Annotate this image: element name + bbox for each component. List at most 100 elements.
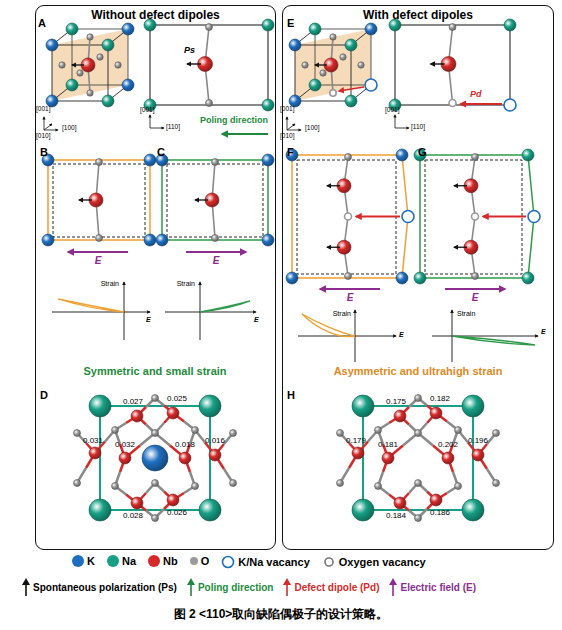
arrow [327,185,340,186]
legend-text: K [87,555,95,567]
label: G [418,147,427,158]
atom [230,430,237,437]
arrow [72,64,84,65]
label: H [287,390,295,401]
legend-symbol [283,578,291,596]
vacancy [365,79,377,91]
outline [167,164,263,237]
atom [394,497,406,509]
atom [415,430,422,437]
outline [72,29,128,85]
panel-title: With defect dipoles [283,8,553,22]
legend-item: Electric field (E) [389,578,476,596]
atom [345,273,352,280]
atom [122,79,134,91]
atom [340,54,346,60]
atom [66,23,78,35]
label: Symmetric and small strain [83,366,226,377]
atom [394,410,406,422]
legend-text: Electric field (E) [400,582,476,593]
label: 0.016 [205,437,225,445]
atom [382,452,394,464]
vacancy [345,213,352,220]
outline [52,29,128,101]
strain-loop [302,314,355,337]
line [100,405,210,407]
atom [97,54,103,60]
atom [102,95,114,107]
vacancy [449,100,456,107]
arrow [483,216,526,218]
arrow [52,312,150,313]
atom [462,499,484,521]
label: 0.025 [167,395,187,403]
label: Ps [184,46,195,55]
arrow [222,133,268,135]
label: 0.028 [123,512,143,520]
label: Strain [101,280,119,287]
legend-swatch [107,555,119,567]
caption: 图 2 <110>取向缺陷偶极子的设计策略。 [0,606,562,623]
atom [144,154,156,166]
label: [001] [140,107,154,114]
atom [192,483,199,490]
atom [152,480,159,487]
arrow [454,247,467,248]
atom [286,272,298,284]
atom [46,39,58,51]
atom [152,515,159,522]
arrow [195,199,208,200]
label: 0.202 [438,441,458,449]
legend-item: Nb [148,555,178,567]
strain-loop [58,299,124,312]
label: [010] [36,133,50,140]
atom [112,483,119,490]
label: B [40,147,48,158]
label: F [287,147,294,158]
line [363,509,473,511]
atom [66,79,78,91]
legend-text: O [201,555,210,567]
atom [472,273,479,280]
atom [192,427,199,434]
atom [156,234,168,246]
label: 0.196 [468,437,488,445]
atom [262,19,274,31]
panel-title: Without defect dipoles [36,8,275,22]
label: E [472,293,479,303]
arrow [68,251,128,253]
outline [150,25,268,105]
legend-item: O [190,555,210,567]
arrow [287,124,295,130]
atom [358,62,364,68]
outline [315,29,371,85]
atom [449,24,456,31]
legend-symbol [22,578,30,596]
label: [110] [411,124,425,131]
arrow [187,63,201,64]
label: E [287,18,294,29]
legend-symbol [187,578,195,596]
label: E [347,293,354,303]
atom [309,23,321,35]
label: [010] [280,133,294,140]
outline [48,160,150,240]
atom [522,272,534,284]
atom [375,427,382,434]
panel: With defect dipoles [282,5,554,550]
atom [352,447,364,459]
atom [96,159,103,166]
atom [115,62,121,68]
arrow [150,128,164,129]
atom [167,407,179,419]
arrow [445,288,505,290]
arrow [287,117,288,130]
outline [52,45,108,101]
atom [442,452,454,464]
atom [131,410,143,422]
label: 0.031 [83,437,103,445]
vacancy [504,99,516,111]
atom [309,79,321,91]
legend-item: Spontaneous polarization (Ps) [22,578,177,596]
